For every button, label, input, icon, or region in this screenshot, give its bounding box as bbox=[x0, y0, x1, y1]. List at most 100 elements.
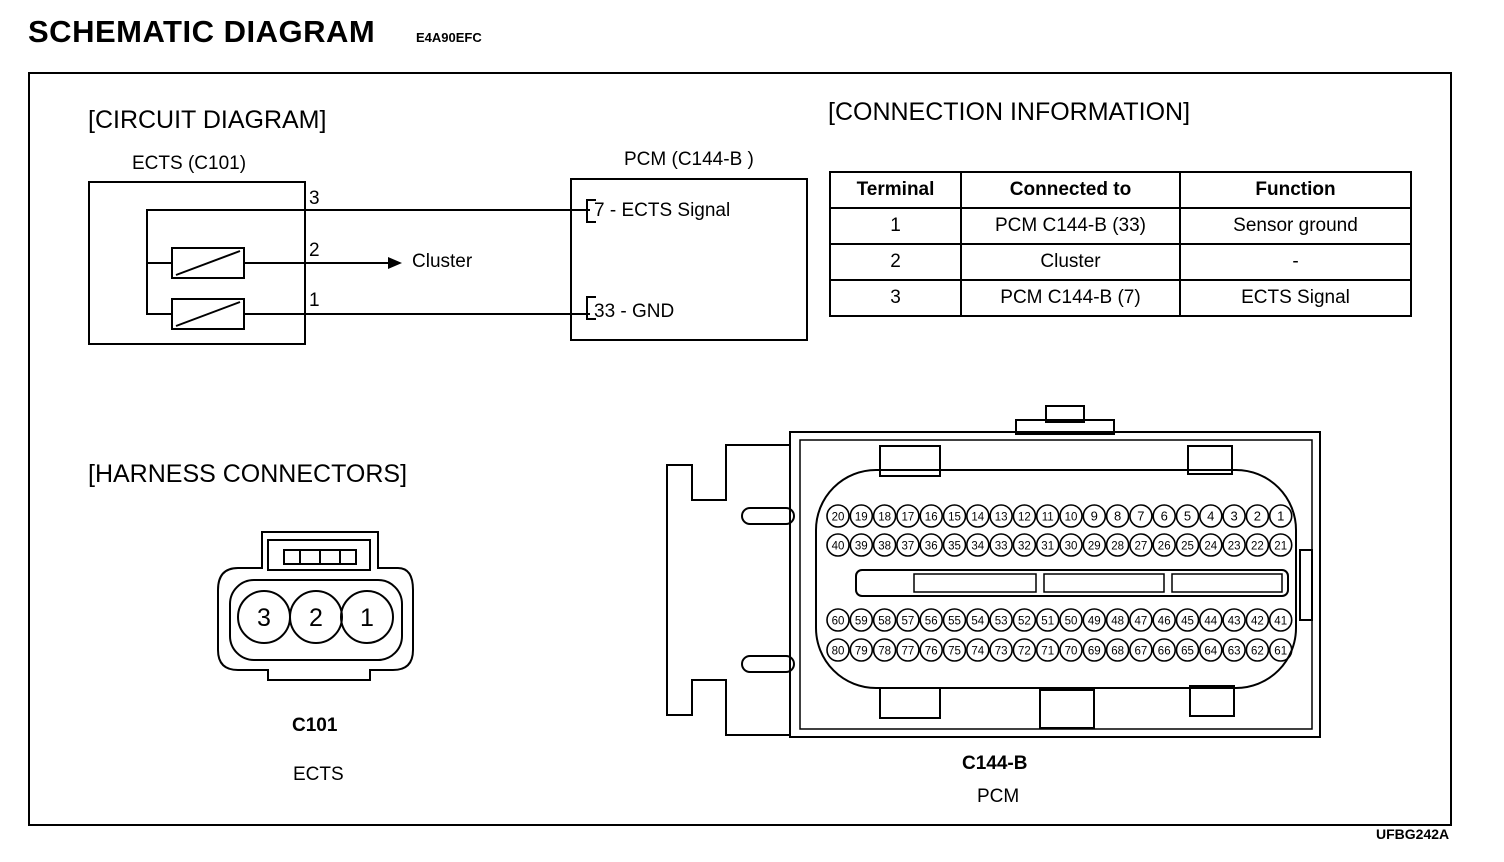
c144-pin bbox=[1059, 504, 1083, 528]
c144-pin-label: 56 bbox=[925, 616, 938, 628]
cluster-label: Cluster bbox=[412, 251, 473, 272]
c144-pin-label: 32 bbox=[1018, 541, 1031, 553]
c144-pin-label: 17 bbox=[902, 512, 915, 524]
c144-pin bbox=[896, 504, 920, 528]
c144-pin bbox=[1175, 533, 1200, 557]
c144-pin bbox=[896, 533, 920, 557]
c144-pin bbox=[1245, 638, 1270, 662]
c144-pin bbox=[1152, 608, 1176, 632]
c144-pin bbox=[872, 638, 897, 662]
c144-pin-label: 26 bbox=[1158, 541, 1171, 553]
harness-connectors-heading: [HARNESS CONNECTORS] bbox=[88, 460, 408, 488]
c144-pin bbox=[965, 608, 990, 632]
c144-pin bbox=[919, 504, 944, 528]
c144-name: C144-B bbox=[962, 753, 1028, 774]
c144-pin bbox=[1129, 504, 1153, 528]
c144-pin-label: 42 bbox=[1251, 616, 1264, 628]
c144-pin-label: 60 bbox=[832, 616, 845, 628]
pcm-box bbox=[570, 178, 808, 341]
c144-pin-label: 24 bbox=[1204, 541, 1217, 553]
c144-pin-label: 51 bbox=[1041, 616, 1054, 628]
c144-pin bbox=[1152, 533, 1176, 557]
c144-pin-label: 53 bbox=[995, 616, 1008, 628]
c144-pin bbox=[1105, 533, 1130, 557]
c144-pin-label: 37 bbox=[902, 541, 915, 553]
c144-pin bbox=[1082, 504, 1107, 528]
c144-pin bbox=[1175, 638, 1200, 662]
c144-pin-label: 65 bbox=[1181, 646, 1194, 658]
c101-body bbox=[217, 531, 414, 681]
figure-code: UFBG242A bbox=[1376, 826, 1450, 842]
cell-function: - bbox=[1179, 243, 1412, 281]
c144-pin bbox=[872, 608, 897, 632]
c144-pin-label: 66 bbox=[1158, 646, 1171, 658]
c144-pin-label: 59 bbox=[855, 616, 868, 628]
c144-pin-label: 31 bbox=[1041, 541, 1054, 553]
c144-pin-label: 45 bbox=[1181, 616, 1194, 628]
c144-pin bbox=[1152, 638, 1176, 662]
c144-pin-label: 16 bbox=[925, 512, 938, 524]
c144-key-slot bbox=[855, 569, 1289, 597]
diagram-frame bbox=[28, 72, 1452, 826]
c144-pin-label: 73 bbox=[995, 646, 1008, 658]
table-header-row: Terminal Connected to Function bbox=[829, 171, 1412, 209]
c144-pin bbox=[942, 608, 967, 632]
c144-pin-label: 18 bbox=[878, 512, 891, 524]
c144-pin-label: 8 bbox=[1114, 509, 1121, 524]
c144-pin-label: 47 bbox=[1135, 616, 1148, 628]
c144-pin bbox=[989, 504, 1013, 528]
c144-pin-label: 43 bbox=[1228, 616, 1241, 628]
c101-name: C101 bbox=[292, 715, 338, 736]
c144-pin-label: 28 bbox=[1111, 541, 1124, 553]
c144-pin bbox=[1012, 504, 1037, 528]
c144-pin-label: 80 bbox=[832, 646, 845, 658]
c144-pin bbox=[1175, 504, 1200, 528]
c144-pin-label: 54 bbox=[971, 616, 984, 628]
c144-pin-label: 34 bbox=[971, 541, 984, 553]
cell-terminal: 1 bbox=[829, 207, 962, 245]
c144-pin-label: 27 bbox=[1135, 541, 1148, 553]
c144-pin-label: 22 bbox=[1251, 541, 1264, 553]
c144-pin bbox=[1129, 608, 1153, 632]
connection-info-heading: [CONNECTION INFORMATION] bbox=[828, 98, 1191, 126]
connection-table: Terminal Connected to Function 1 PCM C14… bbox=[829, 171, 1412, 317]
c144-pin-label: 30 bbox=[1065, 541, 1078, 553]
c144-pin-label: 35 bbox=[948, 541, 961, 553]
pin3-label: 3 bbox=[309, 188, 320, 209]
c144-pin bbox=[1268, 533, 1293, 557]
cell-connected-to: Cluster bbox=[960, 243, 1181, 281]
c101-pin-label: 3 bbox=[257, 604, 271, 632]
c144-pin-label: 40 bbox=[832, 541, 845, 553]
c144-pin-label: 21 bbox=[1274, 541, 1287, 553]
c144-sub: PCM bbox=[977, 786, 1020, 807]
c144-cavity bbox=[815, 469, 1297, 689]
c144-pin-label: 61 bbox=[1274, 646, 1287, 658]
c144-pin-label: 12 bbox=[1018, 512, 1031, 524]
c144-pin-label: 1 bbox=[1277, 509, 1284, 524]
c144-pin-label: 62 bbox=[1251, 646, 1264, 658]
c144-pin-label: 46 bbox=[1158, 616, 1171, 628]
pcm-label: PCM (C144-B ) bbox=[624, 149, 754, 170]
page-title: SCHEMATIC DIAGRAM bbox=[28, 14, 376, 49]
c144-pin bbox=[919, 533, 944, 557]
c144-pin-label: 63 bbox=[1228, 646, 1241, 658]
c144-pin-label: 6 bbox=[1161, 509, 1168, 524]
document-code: E4A90EFC bbox=[416, 30, 482, 45]
c144-pin bbox=[1105, 638, 1130, 662]
c144-pin-label: 67 bbox=[1135, 646, 1148, 658]
c144-pin-label: 5 bbox=[1184, 509, 1191, 524]
c144-pin-label: 72 bbox=[1018, 646, 1031, 658]
c144-pin-label: 69 bbox=[1088, 646, 1101, 658]
ects-label: ECTS (C101) bbox=[132, 153, 247, 174]
c144-pin bbox=[1245, 608, 1270, 632]
c144-pin bbox=[1175, 608, 1200, 632]
c144-pin-label: 75 bbox=[948, 646, 961, 658]
c144-pin bbox=[1268, 638, 1293, 662]
c144-pin-label: 9 bbox=[1091, 509, 1098, 524]
c144-pin bbox=[1222, 533, 1246, 557]
c144-pin bbox=[965, 533, 990, 557]
c144-pin bbox=[1082, 638, 1107, 662]
pin1-label: 1 bbox=[309, 290, 320, 311]
c144-pin bbox=[1222, 608, 1246, 632]
